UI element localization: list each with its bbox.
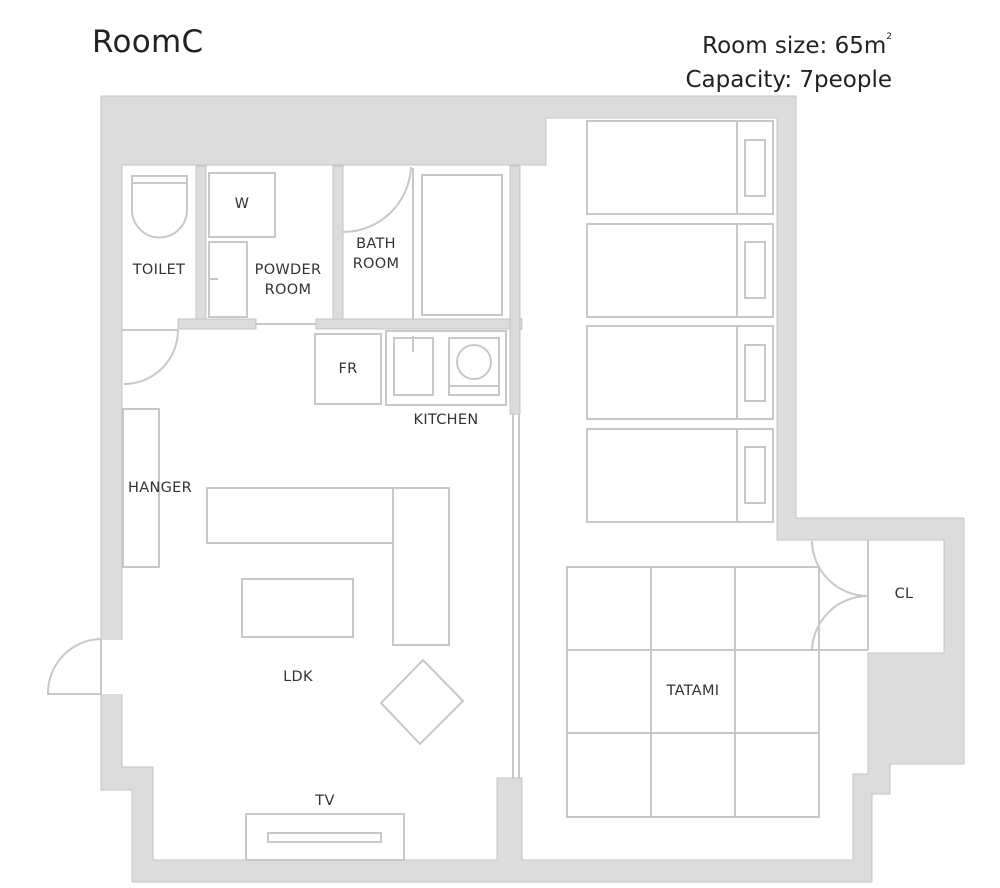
label-powder-line1: POWDER	[254, 262, 322, 278]
bed-2	[586, 223, 774, 318]
bed-3-pillow	[744, 344, 766, 402]
tv-screen	[267, 832, 382, 843]
room-size: Room size: 65m2	[686, 20, 892, 63]
label-tv: TV	[315, 793, 335, 809]
bathtub	[421, 174, 503, 316]
bed-3	[586, 325, 774, 420]
bath-door-swing	[342, 166, 412, 234]
bed-4-pillow	[744, 446, 766, 504]
label-ldk: LDK	[283, 669, 313, 685]
closet-door-swing-lower	[811, 595, 869, 652]
label-bath-line2: ROOM	[352, 256, 400, 272]
label-bath-line1: BATH	[356, 236, 396, 252]
closet-door-swing-upper	[811, 540, 869, 597]
label-washer: W	[234, 196, 250, 212]
sofa-long	[206, 487, 394, 544]
tatami-outline	[566, 566, 820, 818]
bed-2-pillow	[744, 241, 766, 299]
entrance-door-swing	[46, 638, 102, 695]
room-info: Room size: 65m2 Capacity: 7people	[686, 20, 893, 97]
room-size-text: Room size: 65m	[702, 33, 887, 59]
wall-utility-1	[177, 318, 257, 330]
entrance-opening	[100, 640, 124, 694]
label-powder-room: POWDER ROOM	[255, 260, 322, 300]
side-table-diamond	[379, 658, 465, 746]
sofa-side	[392, 487, 450, 646]
label-fridge: FR	[338, 361, 358, 377]
room-size-unit: 2	[886, 32, 892, 42]
hanger-rack	[122, 408, 160, 568]
room-title: RoomC	[92, 24, 204, 60]
label-kitchen: KITCHEN	[413, 412, 479, 428]
label-powder-line2: ROOM	[264, 282, 312, 298]
beds	[586, 120, 774, 523]
wall-toilet-powder	[195, 165, 207, 325]
bed-1-pillow	[744, 139, 766, 197]
label-toilet: TOILET	[132, 262, 186, 278]
fridge-box	[314, 333, 382, 405]
toilet-bowl-icon	[131, 175, 188, 239]
bed-1	[586, 120, 774, 215]
capacity: Capacity: 7people	[685, 67, 893, 93]
bed-4	[586, 428, 774, 523]
wall-utility-2	[315, 318, 523, 330]
coffee-table	[241, 578, 354, 638]
label-hanger: HANGER	[128, 480, 192, 496]
wall-center-upper	[509, 165, 521, 415]
toilet-door-swing	[123, 329, 179, 385]
washer-box	[208, 172, 276, 238]
outer-walls	[100, 95, 965, 883]
label-closet: CL	[894, 586, 914, 602]
label-bath-room: BATH ROOM	[353, 234, 400, 274]
wall-powder-bath	[332, 165, 344, 325]
tatami-grid	[566, 566, 868, 818]
cooktop-burner-icon	[456, 344, 492, 380]
label-tatami: TATAMI	[666, 683, 720, 699]
